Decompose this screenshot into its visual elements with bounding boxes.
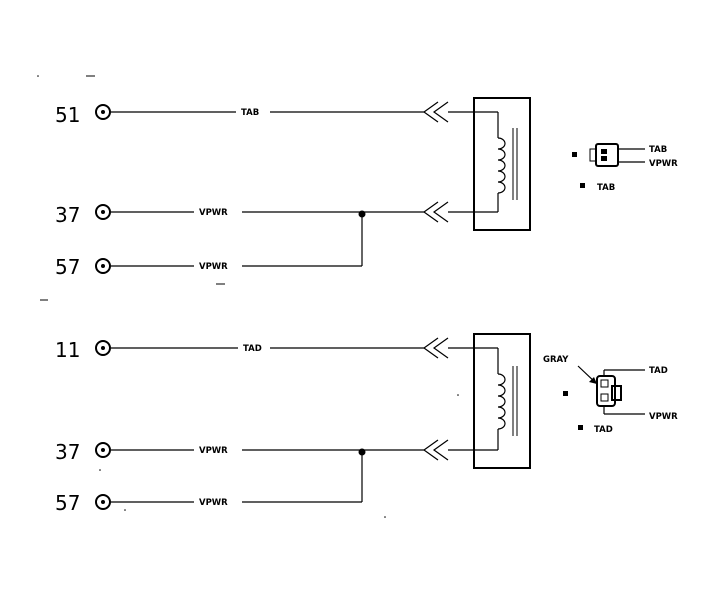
connector-label-vpwr-tad: VPWR: [649, 412, 678, 422]
connector-view-tab: [572, 143, 645, 188]
wire-label-vpwr-tab-1: VPWR: [199, 208, 228, 218]
connector-label-tab: TAB: [649, 145, 667, 155]
connector-caption-tad: TAD: [594, 425, 613, 435]
connector-color-note-gray: GRAY: [543, 355, 569, 365]
wire-label-tad: TAD: [243, 344, 262, 354]
connector-chevron-tad-1: [422, 337, 449, 359]
coil-icon-tab: [497, 112, 518, 212]
pin-number-tab-1: 51: [55, 103, 80, 127]
terminal-tad-3: [95, 494, 111, 510]
connector-chevron-tad-2: [422, 439, 449, 461]
pin-number-tab-3: 57: [55, 255, 80, 279]
pin-number-tad-1: 11: [55, 338, 80, 362]
circuit-tad: 11 37 57 TAD VPWR VPWR: [55, 333, 678, 515]
wire-label-vpwr-tad-1: VPWR: [199, 446, 228, 456]
pin-number-tad-3: 57: [55, 491, 80, 515]
wire-label-tab: TAB: [241, 108, 259, 118]
connector-view-tad: GRAY: [543, 355, 645, 430]
wire-label-vpwr-tad-2: VPWR: [199, 498, 228, 508]
terminal-tab-3: [95, 258, 111, 274]
circuit-tab: 51 37 57 TAB VPWR VPWR: [55, 97, 678, 279]
connector-label-tad: TAD: [649, 366, 668, 376]
solenoid-box-tad: [473, 333, 531, 469]
splice-dot-tad: [358, 448, 366, 456]
splice-dot-tab: [358, 210, 366, 218]
terminal-tad-2: [95, 442, 111, 458]
pin-number-tab-2: 37: [55, 203, 80, 227]
connector-label-vpwr-tab: VPWR: [649, 159, 678, 169]
pin-number-tad-2: 37: [55, 440, 80, 464]
terminal-tab-2: [95, 204, 111, 220]
solenoid-box-tab: [473, 97, 531, 231]
coil-icon-tad: [497, 348, 518, 450]
terminal-tab-1: [95, 104, 111, 120]
terminal-tad-1: [95, 340, 111, 356]
connector-caption-tab: TAB: [597, 183, 615, 193]
connector-chevron-tab-2: [422, 201, 449, 223]
connector-chevron-tab-1: [422, 101, 449, 123]
wire-label-vpwr-tab-2: VPWR: [199, 262, 228, 272]
scan-specks: [37, 75, 459, 518]
